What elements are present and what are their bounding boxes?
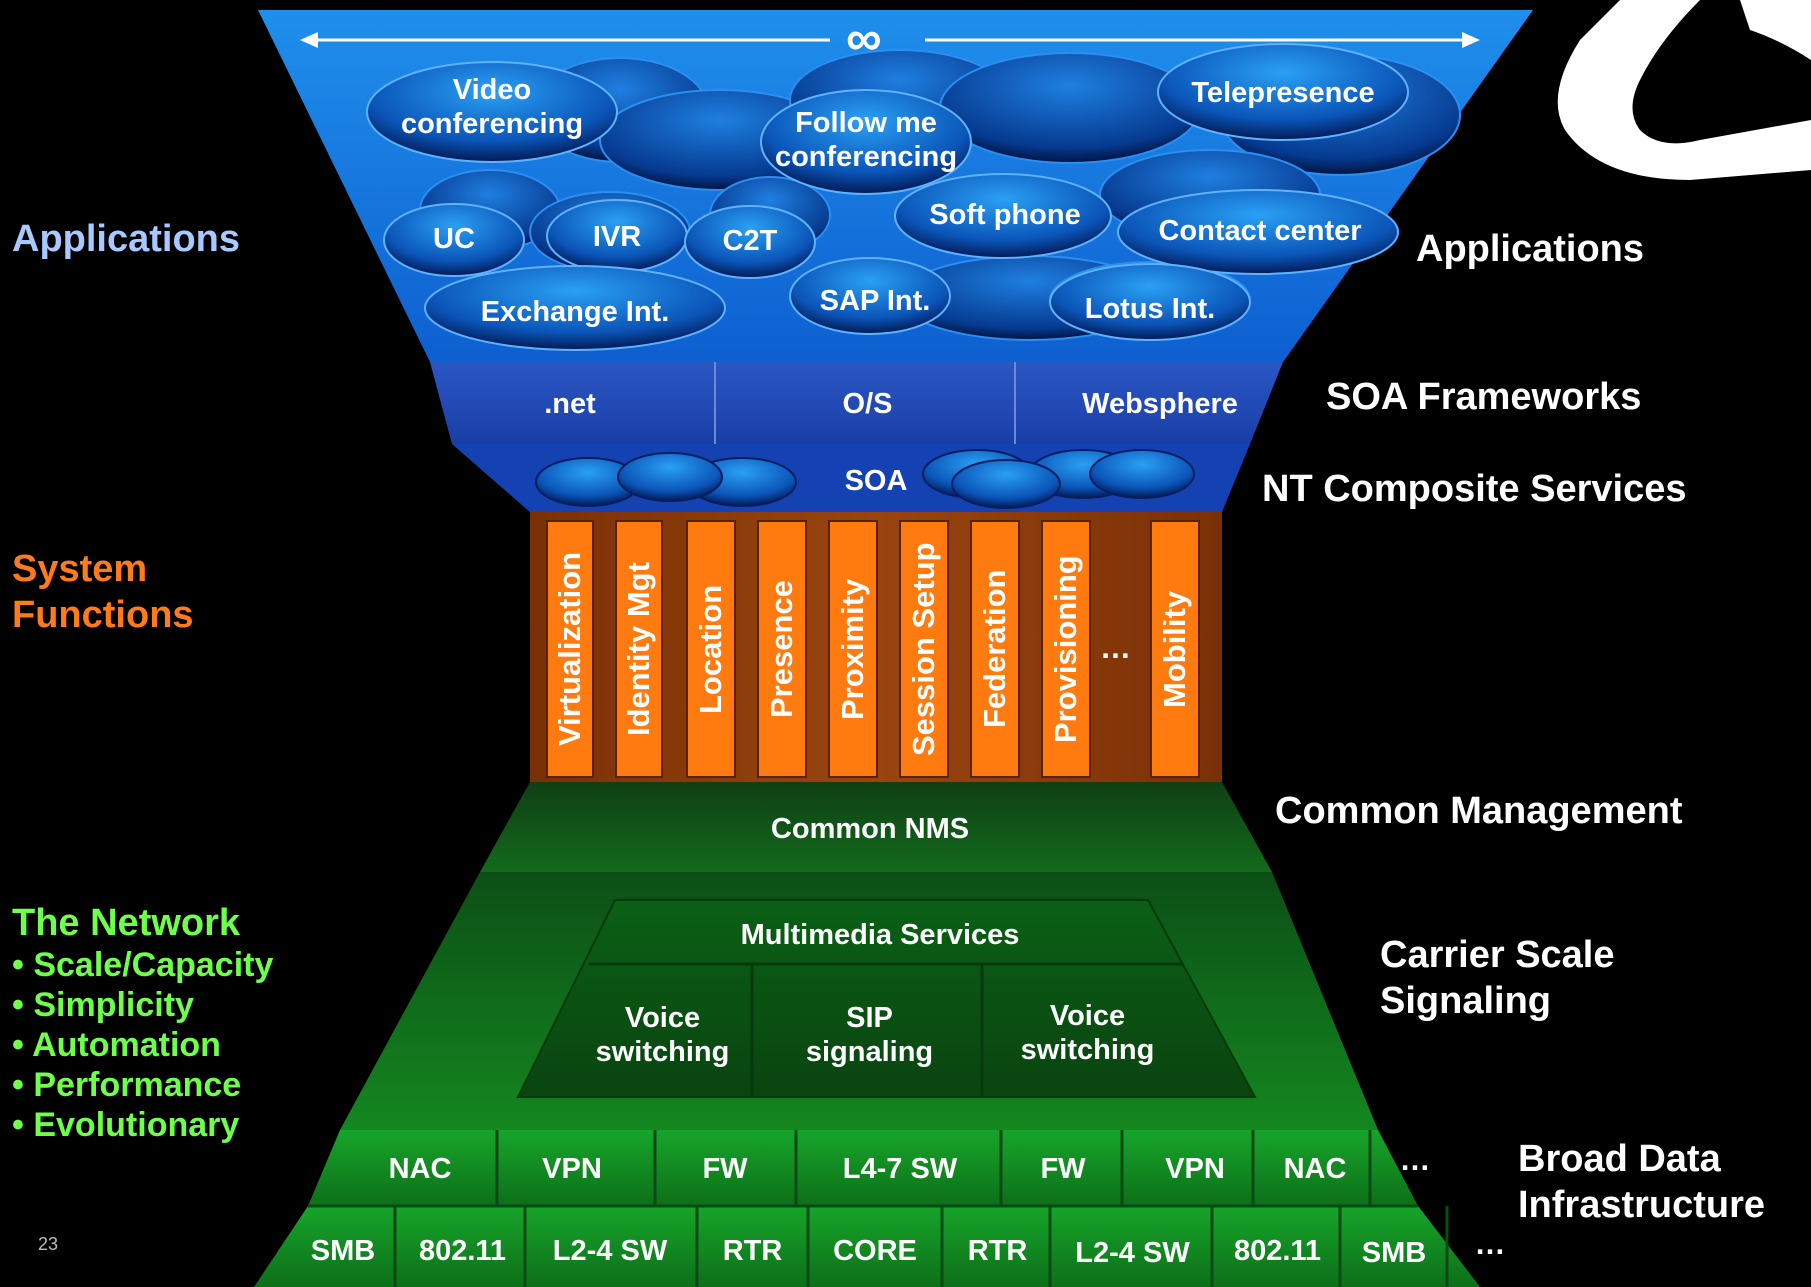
function-presence: Presence — [757, 520, 807, 778]
row2-rtr: RTR — [722, 1235, 783, 1267]
infrastructure-row-2 — [254, 1206, 1480, 1287]
function-virtualization: Virtualization — [546, 520, 594, 778]
row2-core: CORE — [833, 1235, 917, 1267]
framework-net: .net — [544, 388, 596, 420]
bubble-soft-phone — [894, 173, 1112, 259]
row1-ellipsis: … — [1399, 1142, 1431, 1177]
common-management-label: Common Management — [1275, 790, 1683, 832]
row1-nac: NAC — [388, 1153, 452, 1185]
row1-fw-2: FW — [1040, 1153, 1086, 1185]
bubble-follow-me — [760, 89, 972, 195]
label-contact-center: Contact center — [1158, 215, 1362, 247]
carrier-scale-label: Carrier Scale — [1380, 934, 1615, 976]
network-title: The Network — [12, 902, 241, 944]
bubble-video-conferencing — [366, 61, 618, 163]
left-functions-label: Functions — [12, 594, 194, 636]
bubble-uc — [383, 203, 525, 277]
bubble-exchange — [424, 265, 726, 351]
function-mobility: Mobility — [1150, 520, 1200, 778]
common-nms-label: Common NMS — [770, 813, 970, 845]
bubble-telepresence — [1157, 43, 1409, 141]
function-federation: Federation — [970, 520, 1020, 778]
label-follow-me-conferencing: Follow me conferencing — [774, 107, 958, 174]
label-telepresence: Telepresence — [1191, 77, 1375, 109]
sip-signaling: SIP signaling — [805, 1002, 934, 1069]
network-point-performance: • Performance — [12, 1066, 242, 1104]
network-point-automation: • Automation — [12, 1026, 221, 1064]
row1-vpn-2: VPN — [1165, 1153, 1225, 1185]
row2-rtr-2: RTR — [967, 1235, 1028, 1267]
label-c2t: C2T — [722, 225, 778, 257]
framework-websphere: Websphere — [1082, 388, 1238, 420]
right-applications-label: Applications — [1416, 228, 1645, 270]
left-applications-label: Applications — [12, 218, 241, 260]
label-uc: UC — [433, 223, 475, 255]
function-ellipsis: … — [1100, 630, 1131, 665]
network-point-simplicity: • Simplicity — [12, 986, 194, 1024]
network-point-evolutionary: • Evolutionary — [12, 1106, 240, 1144]
function-session-setup: Session Setup — [899, 520, 949, 778]
nt-composite-services-label: NT Composite Services — [1262, 468, 1687, 510]
row2-l2-4-sw-2: L2-4 SW — [1075, 1237, 1190, 1269]
infinity-arrow — [300, 32, 1480, 48]
application-bubbles — [366, 43, 1409, 351]
label-soft-phone: Soft phone — [929, 199, 1081, 231]
frameworks-band — [430, 362, 1283, 444]
bubble-contact-center — [1117, 189, 1399, 275]
row2-802-11-2: 802.11 — [1233, 1235, 1322, 1267]
row2-smb-2: SMB — [1361, 1237, 1427, 1269]
infinity-symbol: ∞ — [846, 10, 882, 66]
label-video-conferencing: Video conferencing — [400, 74, 584, 141]
row2-smb: SMB — [310, 1235, 376, 1267]
soa-label: SOA — [844, 465, 908, 497]
framework-os: O/S — [842, 388, 893, 420]
row1-vpn: VPN — [542, 1153, 602, 1185]
multimedia-services-label: Multimedia Services — [740, 919, 1020, 951]
soa-frameworks-label: SOA Frameworks — [1326, 376, 1642, 418]
bubble-sap — [789, 257, 951, 335]
infrastructure-label: Infrastructure — [1518, 1184, 1766, 1226]
function-provisioning: Provisioning — [1041, 520, 1091, 778]
function-location: Location — [686, 520, 736, 778]
function-proximity: Proximity — [828, 520, 878, 778]
label-sap-int: SAP Int. — [819, 285, 931, 317]
logo-swoosh — [1557, 0, 1811, 180]
broad-data-label: Broad Data — [1518, 1138, 1721, 1180]
bubble-c2t — [684, 205, 816, 279]
common-management-layer — [480, 782, 1272, 872]
row-1-dividers — [495, 1130, 1372, 1206]
network-point-scale: • Scale/Capacity — [12, 946, 274, 984]
signaling-label: Signaling — [1380, 980, 1551, 1022]
row-2-dividers — [393, 1206, 1449, 1287]
row2-l2-4-sw: L2-4 SW — [552, 1235, 668, 1267]
page-number: 23 — [38, 1234, 59, 1254]
soa-bubbles — [535, 449, 1195, 509]
label-exchange-int: Exchange Int. — [480, 296, 670, 328]
bubble-lotus — [1049, 263, 1251, 341]
multimedia-services-block — [516, 899, 1257, 1098]
function-identity-mgt: Identity Mgt — [615, 520, 663, 778]
label-ivr: IVR — [592, 221, 642, 253]
row1-nac-2: NAC — [1283, 1153, 1347, 1185]
row1-l4-7-sw: L4-7 SW — [842, 1153, 958, 1185]
left-system-label: System — [12, 548, 148, 590]
infrastructure-row-1 — [308, 1130, 1418, 1206]
label-lotus-int: Lotus Int. — [1084, 293, 1216, 325]
row2-802-11: 802.11 — [418, 1235, 507, 1267]
voice-switching-right: Voice switching — [1020, 1000, 1155, 1067]
row1-fw: FW — [702, 1153, 748, 1185]
voice-switching-left: Voice switching — [595, 1002, 730, 1069]
row2-ellipsis: … — [1474, 1226, 1506, 1261]
